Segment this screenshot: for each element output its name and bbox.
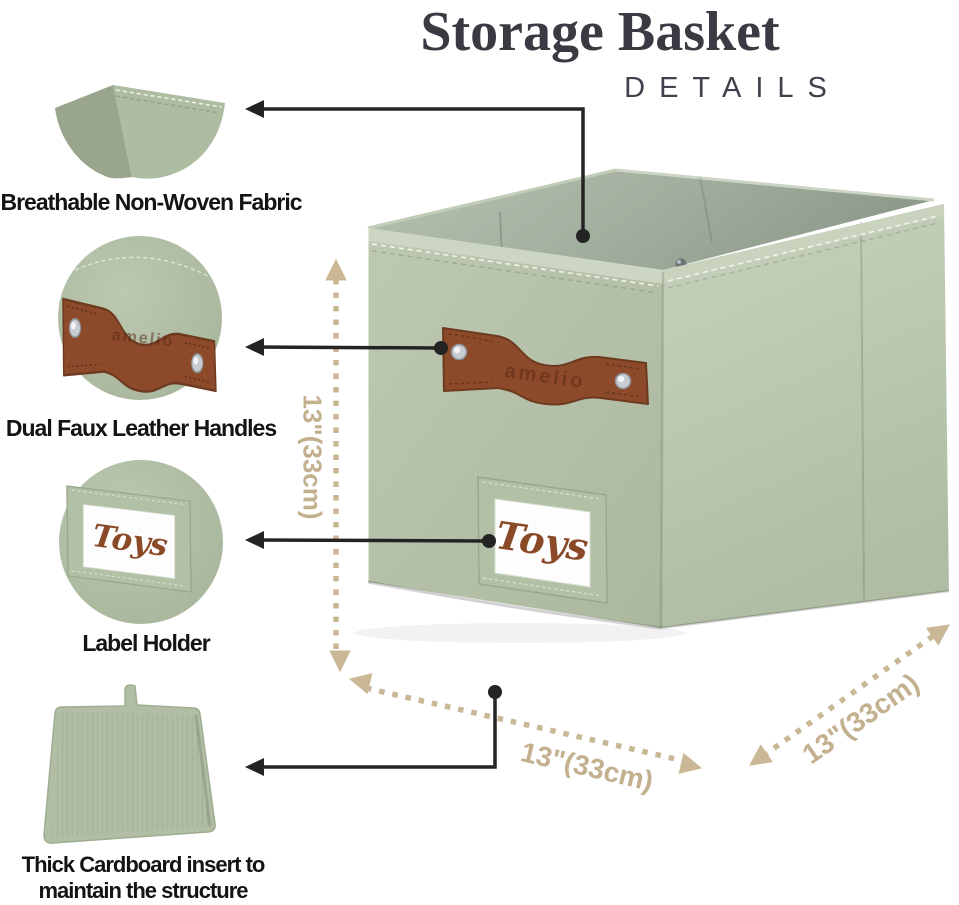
callout-cardboard-line: [250, 692, 497, 769]
right-bottom-edge: [660, 589, 950, 630]
front-bottom-edge: [367, 580, 662, 630]
fabric-corner-edge: [56, 83, 113, 106]
fabric-corner-stitch2: [115, 95, 221, 114]
callout-handle-line: [249, 345, 442, 350]
cardboard-texture: [52, 712, 210, 837]
front-right-edge: [659, 271, 665, 629]
box-back-rim: [615, 168, 935, 202]
callout-label-arrow: [245, 531, 264, 549]
depth-dim-line: [761, 631, 938, 759]
depth-dim-arrow-right: [926, 624, 950, 646]
callout-label-line: [249, 538, 490, 543]
front-rim-stitch: [371, 243, 659, 287]
dimension-lines: [325, 258, 950, 774]
fabric-corner-right-face: [113, 85, 225, 179]
cardboard-edge: [194, 714, 212, 827]
callout-label-dot: [482, 534, 496, 548]
fabric-corner-left-face: [55, 85, 132, 179]
front-rim-band: [368, 228, 663, 284]
callout-fabric-dot: [576, 229, 590, 243]
page-title: Storage Basket: [420, 1, 780, 63]
page-subtitle: DETAILS: [624, 72, 841, 104]
depth-dim-arrow-left: [749, 744, 773, 766]
thumb-cardboard-insert: [43, 684, 216, 844]
right-rim-band: [663, 204, 944, 283]
callout-cardboard-arrow: [245, 758, 264, 776]
box-shadow: [355, 623, 685, 643]
callout-handle-arrow: [245, 338, 264, 356]
callout-lines: [245, 100, 590, 776]
fabric-corner-stitch: [115, 89, 223, 108]
callout-cardboard-dot: [488, 685, 502, 699]
width-dim-arrow-left: [348, 673, 373, 695]
height-dimension-label: 13"(33cm): [297, 394, 328, 520]
thumb-label-holder: [59, 460, 223, 624]
box-left-rim: [367, 168, 617, 230]
box-right-face: [661, 204, 949, 628]
right-rim-stitch: [667, 215, 939, 282]
height-dim-arrow-bottom: [329, 650, 351, 673]
feature-label-holder: Label Holder: [82, 630, 210, 656]
storage-basket-photo: [367, 168, 950, 630]
height-dim-arrow-top: [325, 258, 347, 281]
callout-handle-dot: [434, 341, 448, 355]
thumb-handle: [58, 236, 222, 400]
feature-label-fabric: Breathable Non-Woven Fabric: [0, 189, 302, 215]
interior-corner: [699, 176, 713, 243]
callout-fabric-arrow: [245, 100, 264, 118]
feature-label-cardboard: Thick Cardboard insert to maintain the s…: [21, 852, 266, 903]
thumb-fabric-corner: [55, 83, 225, 179]
handle-thumb-stitch: [74, 256, 209, 277]
right-face-seam: [860, 221, 865, 601]
feature-label-handles: Dual Faux Leather Handles: [5, 415, 277, 441]
interior-rivet-highlight: [677, 260, 681, 264]
width-dim-arrow-right: [678, 752, 703, 774]
callout-fabric-line: [250, 107, 585, 236]
right-rim-stitch2: [667, 222, 939, 289]
front-rim-stitch2: [371, 250, 659, 294]
